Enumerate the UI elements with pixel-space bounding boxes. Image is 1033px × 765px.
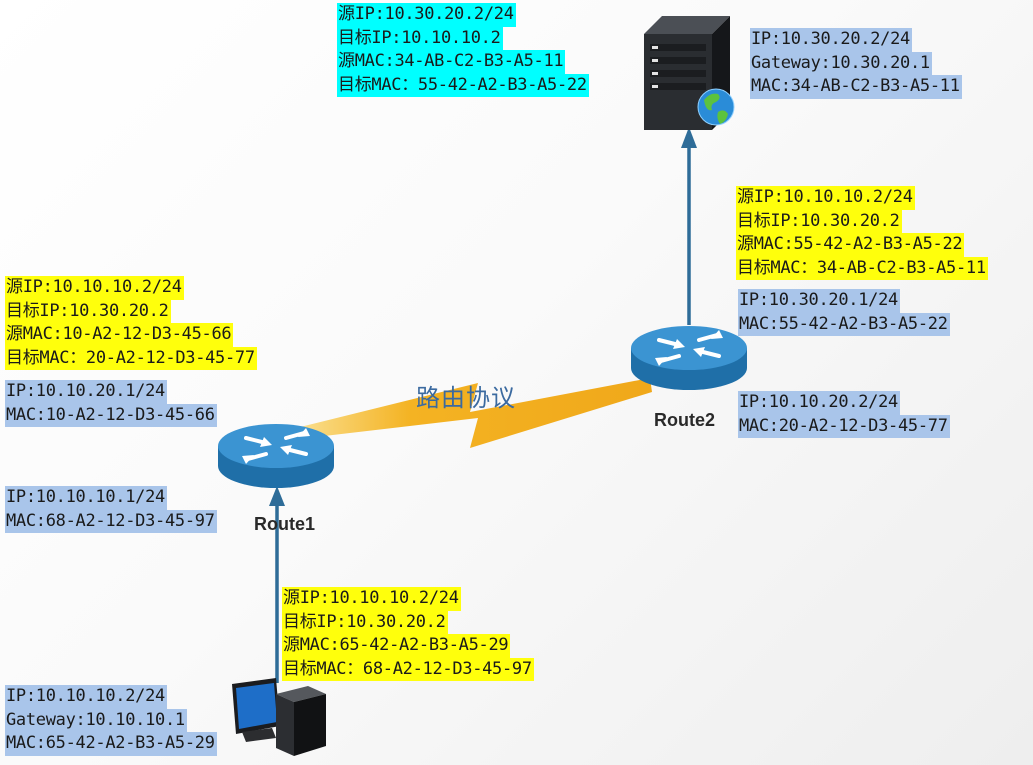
- pc-ip: IP:10.10.10.2/24: [5, 685, 167, 709]
- route1-router-icon: [216, 416, 336, 496]
- pc-icon: [228, 676, 328, 758]
- src-mac: 源MAC:34-AB-C2-B3-A5-11: [337, 50, 566, 74]
- route1-label: Route1: [254, 514, 316, 534]
- pc-info-block: IP:10.10.10.2/24 Gateway:10.10.10.1 MAC:…: [5, 685, 217, 756]
- server-ip: IP:10.30.20.2/24: [750, 28, 912, 52]
- server-packet-block: 源IP:10.30.20.2/24 目标IP:10.10.10.2 源MAC:3…: [337, 3, 589, 97]
- interface-ip: IP:10.30.20.1/24: [738, 289, 900, 313]
- routing-protocol-link: [280, 378, 652, 448]
- src-ip: 源IP:10.10.10.2/24: [282, 587, 461, 611]
- src-mac: 源MAC:55-42-A2-B3-A5-22: [736, 233, 965, 257]
- dst-mac: 目标MAC：20-A2-12-D3-45-77: [5, 346, 257, 370]
- interface-mac: MAC:20-A2-12-D3-45-77: [738, 414, 950, 438]
- src-mac: 源MAC:10-A2-12-D3-45-66: [5, 323, 234, 347]
- server-icon: [640, 12, 740, 130]
- route2-lower-interface: IP:10.10.20.2/24 MAC:20-A2-12-D3-45-77: [738, 391, 950, 438]
- dst-ip: 目标IP:10.30.20.2: [282, 610, 448, 634]
- route2-packet-block: 源IP:10.10.10.2/24 目标IP:10.30.20.2 源MAC:5…: [736, 186, 988, 280]
- interface-mac: MAC:55-42-A2-B3-A5-22: [738, 312, 950, 336]
- interface-mac: MAC:68-A2-12-D3-45-97: [5, 509, 217, 533]
- src-ip: 源IP:10.30.20.2/24: [337, 3, 516, 27]
- src-ip: 源IP:10.10.10.2/24: [736, 186, 915, 210]
- dst-mac: 目标MAC：34-AB-C2-B3-A5-11: [736, 256, 988, 280]
- pc-packet-block: 源IP:10.10.10.2/24 目标IP:10.30.20.2 源MAC:6…: [282, 587, 534, 681]
- dst-ip: 目标IP:10.10.10.2: [337, 26, 503, 50]
- dst-mac: 目标MAC：55-42-A2-B3-A5-22: [337, 73, 589, 97]
- interface-ip: IP:10.10.20.2/24: [738, 391, 900, 415]
- pc-mac: MAC:65-42-A2-B3-A5-29: [5, 732, 217, 756]
- pc-gateway: Gateway:10.10.10.1: [5, 708, 187, 732]
- route2-label: Route2: [654, 410, 716, 430]
- src-mac: 源MAC:65-42-A2-B3-A5-29: [282, 634, 511, 658]
- server-mac: MAC:34-AB-C2-B3-A5-11: [750, 75, 962, 99]
- route1-lower-interface: IP:10.10.10.1/24 MAC:68-A2-12-D3-45-97: [5, 486, 217, 533]
- arrow-route2-to-server: [681, 127, 697, 325]
- src-ip: 源IP:10.10.10.2/24: [5, 276, 184, 300]
- interface-mac: MAC:10-A2-12-D3-45-66: [5, 403, 217, 427]
- route1-upper-interface: IP:10.10.20.1/24 MAC:10-A2-12-D3-45-66: [5, 380, 217, 427]
- interface-ip: IP:10.10.20.1/24: [5, 380, 167, 404]
- server-info-block: IP:10.30.20.2/24 Gateway:10.30.20.1 MAC:…: [750, 28, 962, 99]
- arrow-pc-to-route1: [269, 486, 285, 683]
- routing-protocol-label: 路由协议: [416, 384, 516, 412]
- route1-packet-block: 源IP:10.10.10.2/24 目标IP:10.30.20.2 源MAC:1…: [5, 276, 257, 370]
- dst-mac: 目标MAC：68-A2-12-D3-45-97: [282, 657, 534, 681]
- dst-ip: 目标IP:10.30.20.2: [5, 299, 171, 323]
- server-gateway: Gateway:10.30.20.1: [750, 51, 932, 75]
- route2-upper-interface: IP:10.30.20.1/24 MAC:55-42-A2-B3-A5-22: [738, 289, 950, 336]
- route2-router-icon: [629, 318, 749, 398]
- dst-ip: 目标IP:10.30.20.2: [736, 209, 902, 233]
- interface-ip: IP:10.10.10.1/24: [5, 486, 167, 510]
